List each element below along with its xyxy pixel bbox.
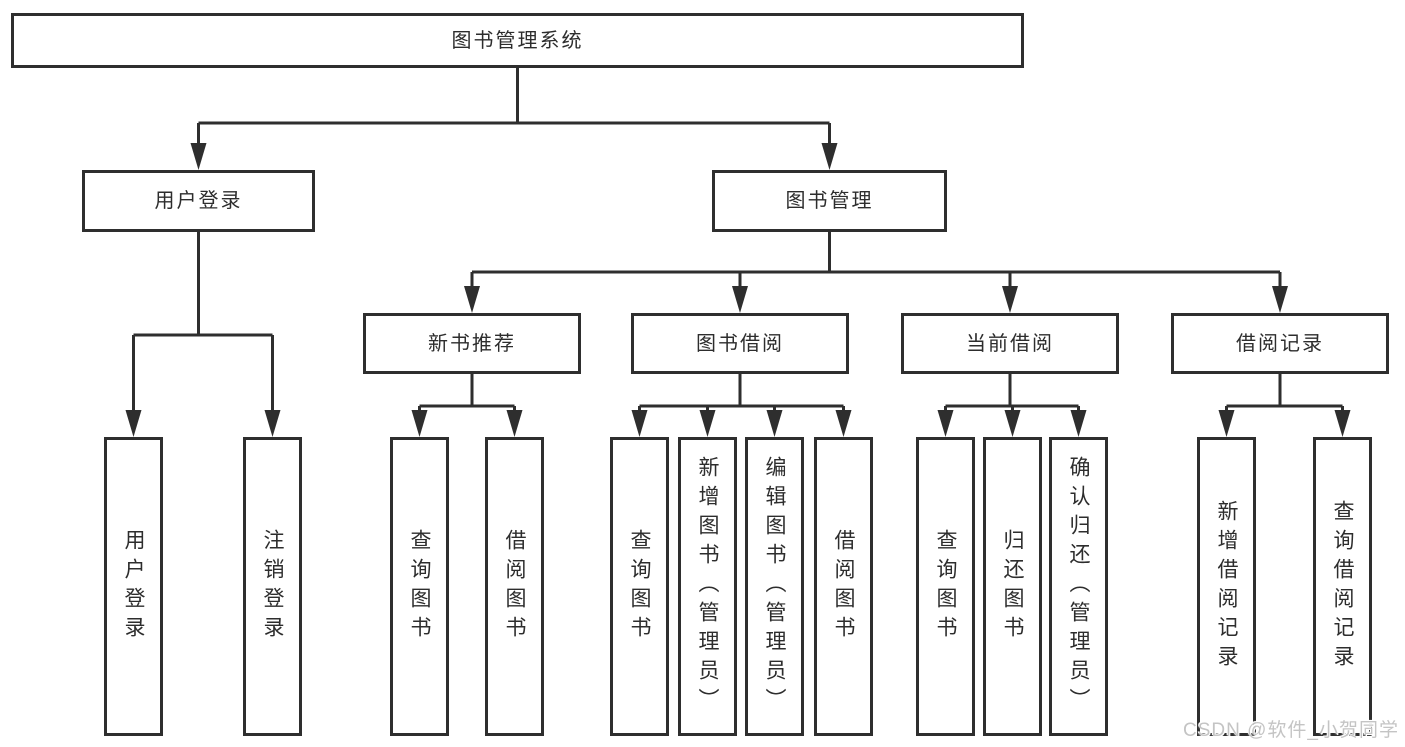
- arrowhead: [264, 410, 281, 437]
- arrowhead: [1004, 410, 1021, 437]
- node-label: 编辑图书（管理员）: [763, 456, 786, 717]
- arrowhead: [699, 410, 716, 437]
- connector-management-to-sections: [464, 232, 1288, 313]
- node-label: 确认归还（管理员）: [1067, 456, 1090, 717]
- node-label: 查询图书: [408, 528, 431, 645]
- node-label: 借阅图书: [832, 528, 855, 645]
- node-leaf-return-book: 归还图书: [983, 437, 1042, 736]
- node-label: 图书借阅: [696, 332, 784, 355]
- arrowhead: [1334, 410, 1351, 437]
- node-leaf-query-borrow-record: 查询借阅记录: [1313, 437, 1372, 736]
- node-leaf-query-books-1: 查询图书: [390, 437, 449, 736]
- node-root: 图书管理系统: [11, 13, 1024, 68]
- node-label: 用户登录: [154, 190, 243, 212]
- arrowhead: [125, 410, 142, 437]
- node-leaf-add-borrow-record: 新增借阅记录: [1197, 437, 1256, 736]
- node-leaf-borrow-books-2: 借阅图书: [814, 437, 873, 736]
- node-label: 新书推荐: [428, 332, 516, 355]
- arrowhead: [1272, 286, 1288, 313]
- node-user-login: 用户登录: [82, 170, 315, 232]
- arrowhead: [937, 410, 954, 437]
- arrowhead: [464, 286, 480, 313]
- node-book-management: 图书管理: [712, 170, 947, 232]
- node-label: 查询借阅记录: [1331, 499, 1354, 674]
- node-leaf-confirm-return-admin: 确认归还（管理员）: [1049, 437, 1108, 736]
- arrowhead: [190, 143, 207, 170]
- connector-newbooks-to-leaves: [411, 374, 523, 437]
- node-label: 用户登录: [122, 528, 145, 645]
- arrowhead: [766, 410, 783, 437]
- node-leaf-add-book-admin: 新增图书（管理员）: [678, 437, 737, 736]
- connector-root-to-level2: [190, 68, 838, 170]
- node-leaf-query-books-2: 查询图书: [610, 437, 669, 736]
- node-label: 图书管理系统: [451, 29, 584, 52]
- node-label: 借阅记录: [1236, 332, 1324, 355]
- node-label: 新增图书（管理员）: [696, 456, 719, 717]
- node-leaf-user-login: 用户登录: [104, 437, 163, 736]
- node-label: 归还图书: [1001, 528, 1024, 645]
- connector-login-to-leaves: [125, 232, 281, 437]
- node-leaf-query-books-3: 查询图书: [916, 437, 975, 736]
- connector-borrowing-to-leaves: [631, 374, 852, 437]
- arrowhead: [1218, 410, 1235, 437]
- node-borrow-records: 借阅记录: [1171, 313, 1389, 374]
- node-label: 查询图书: [628, 528, 651, 645]
- node-label: 查询图书: [934, 528, 957, 645]
- connector-records-to-leaves: [1218, 374, 1351, 437]
- node-label: 注销登录: [261, 528, 284, 645]
- watermark: CSDN @软件_小贺同学: [1183, 720, 1399, 741]
- arrowhead: [835, 410, 852, 437]
- node-new-book-recommendation: 新书推荐: [363, 313, 581, 374]
- node-current-borrowing: 当前借阅: [901, 313, 1119, 374]
- node-leaf-logout: 注销登录: [243, 437, 302, 736]
- node-book-borrowing: 图书借阅: [631, 313, 849, 374]
- node-label: 新增借阅记录: [1215, 499, 1238, 674]
- node-label: 借阅图书: [503, 528, 526, 645]
- arrowhead: [631, 410, 648, 437]
- arrowhead: [506, 410, 523, 437]
- node-leaf-edit-book-admin: 编辑图书（管理员）: [745, 437, 804, 736]
- node-label: 当前借阅: [966, 332, 1054, 355]
- connector-current-to-leaves: [937, 374, 1087, 437]
- node-leaf-borrow-books-1: 借阅图书: [485, 437, 544, 736]
- arrowhead: [821, 143, 838, 170]
- arrowhead: [411, 410, 428, 437]
- arrowhead: [1070, 410, 1087, 437]
- node-label: 图书管理: [785, 190, 874, 212]
- arrowhead: [732, 286, 748, 313]
- arrowhead: [1002, 286, 1018, 313]
